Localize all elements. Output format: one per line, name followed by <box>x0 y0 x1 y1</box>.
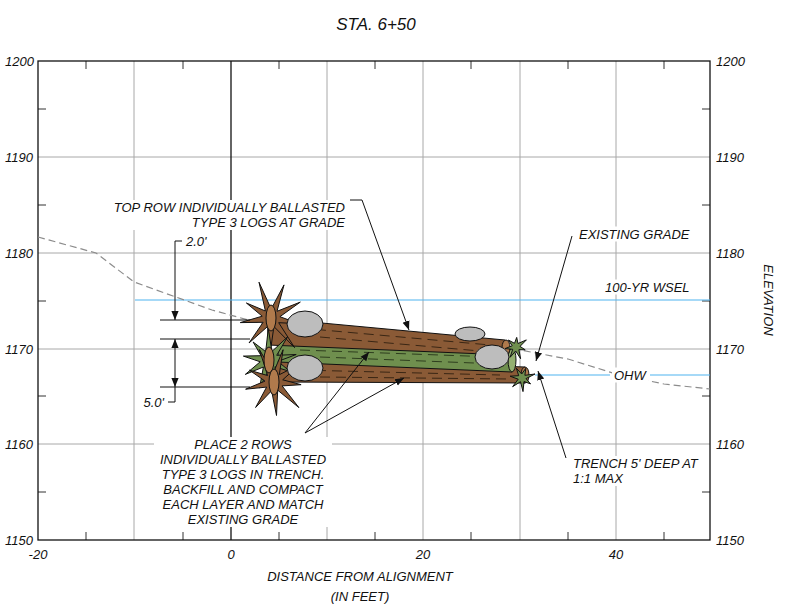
ballast-boulders <box>287 311 509 381</box>
distance-tick: -20 <box>27 547 50 562</box>
elevation-tick: 1150 <box>3 533 35 548</box>
callout-note: TOP ROW INDIVIDUALLY BALLASTED TYPE 3 LO… <box>97 200 347 230</box>
section-title: STA. 6+50 <box>333 15 419 35</box>
rootwad <box>510 368 535 391</box>
elevation-tick: 1170 <box>714 342 746 357</box>
rootwads <box>240 282 535 415</box>
dimension-lines <box>160 241 250 402</box>
existing-grade <box>38 237 710 389</box>
grid <box>38 61 710 540</box>
elevation-tick: 1180 <box>714 246 746 261</box>
axis-title: (IN FEET) <box>329 589 392 604</box>
axis-title: ELEVATION <box>761 262 776 337</box>
dimension-label: 2.0' <box>184 234 209 249</box>
distance-tick: 0 <box>225 547 236 562</box>
elevation-tick: 1200 <box>714 54 747 69</box>
elevation-tick: 1190 <box>714 150 746 165</box>
elevation-tick: 1160 <box>714 437 746 452</box>
elevation-tick: 1200 <box>3 54 36 69</box>
callout-note: PLACE 2 ROWS INDIVIDUALLY BALLASTED TYPE… <box>154 437 332 527</box>
elevation-tick: 1190 <box>3 150 35 165</box>
distance-tick: 20 <box>414 547 432 562</box>
elevation-tick: 1160 <box>3 437 35 452</box>
elevation-tick: 1150 <box>714 533 746 548</box>
callout-note: TRENCH 5' DEEP AT 1:1 MAX <box>571 456 701 486</box>
axis-title: DISTANCE FROM ALIGNMENT <box>265 569 455 584</box>
elevation-tick: 1170 <box>3 342 35 357</box>
water-level-label: OHW <box>612 368 648 383</box>
log-end <box>269 369 279 395</box>
wsel-line <box>135 299 710 300</box>
ohw-line <box>650 374 710 375</box>
leader-lines <box>305 200 572 458</box>
axis-ticks <box>38 61 710 540</box>
water-level-label: 100-YR WSEL <box>603 280 692 295</box>
plot-frame <box>38 61 710 540</box>
log-end <box>266 305 276 331</box>
dimension-label: 5.0' <box>141 395 166 410</box>
elevation-tick: 1180 <box>3 246 35 261</box>
ohw-line <box>535 374 610 375</box>
callout-note: EXISTING GRADE <box>577 227 692 242</box>
distance-tick: 40 <box>607 547 625 562</box>
